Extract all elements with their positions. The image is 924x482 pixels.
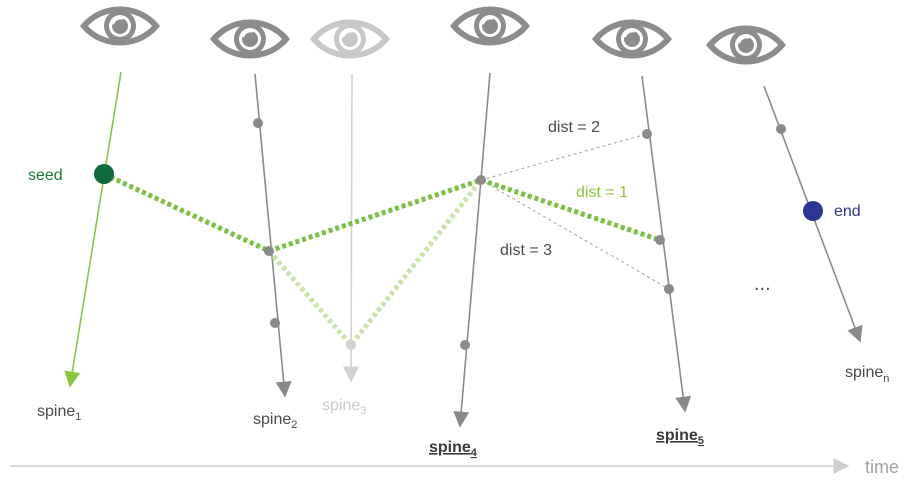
eye-icon xyxy=(704,24,788,66)
spine-1-line xyxy=(64,71,122,388)
seed-node xyxy=(94,164,114,184)
node xyxy=(664,284,674,294)
spine-3-label: spine3 xyxy=(322,397,366,417)
node xyxy=(476,175,486,185)
eye-icon xyxy=(448,5,532,47)
node xyxy=(264,246,274,256)
spine-3-line xyxy=(343,73,360,383)
node xyxy=(253,118,263,128)
spine-1-label: spine1 xyxy=(37,403,81,423)
dist-2-line xyxy=(480,133,648,181)
dist-3-line xyxy=(480,179,670,290)
dist-1-label: dist = 1 xyxy=(576,184,628,201)
eye-icon xyxy=(308,18,392,60)
time-label: time xyxy=(865,457,899,477)
faded-path xyxy=(267,178,483,349)
node xyxy=(346,340,356,350)
end-node xyxy=(803,201,823,221)
tracked-path xyxy=(102,171,661,254)
end-label: end xyxy=(834,203,861,220)
spine-2-label: spine2 xyxy=(253,411,297,431)
eye-icon xyxy=(78,5,162,47)
node xyxy=(776,124,786,134)
spine-5-label: spine5 xyxy=(656,427,704,447)
seed-label: seed xyxy=(28,167,63,184)
eye-icon xyxy=(590,18,674,60)
dist-2-label: dist = 2 xyxy=(548,119,600,136)
dist-3-label: dist = 3 xyxy=(500,242,552,259)
ellipsis-label: ... xyxy=(754,273,771,295)
eye-icon xyxy=(208,18,292,60)
node xyxy=(270,318,280,328)
spine-4-line xyxy=(453,72,491,428)
spine-4-label: spine4 xyxy=(429,439,478,459)
spine-2-line xyxy=(254,73,292,398)
node xyxy=(655,235,665,245)
spine-n-label: spinen xyxy=(845,364,889,385)
node xyxy=(642,129,652,139)
node xyxy=(460,340,470,350)
